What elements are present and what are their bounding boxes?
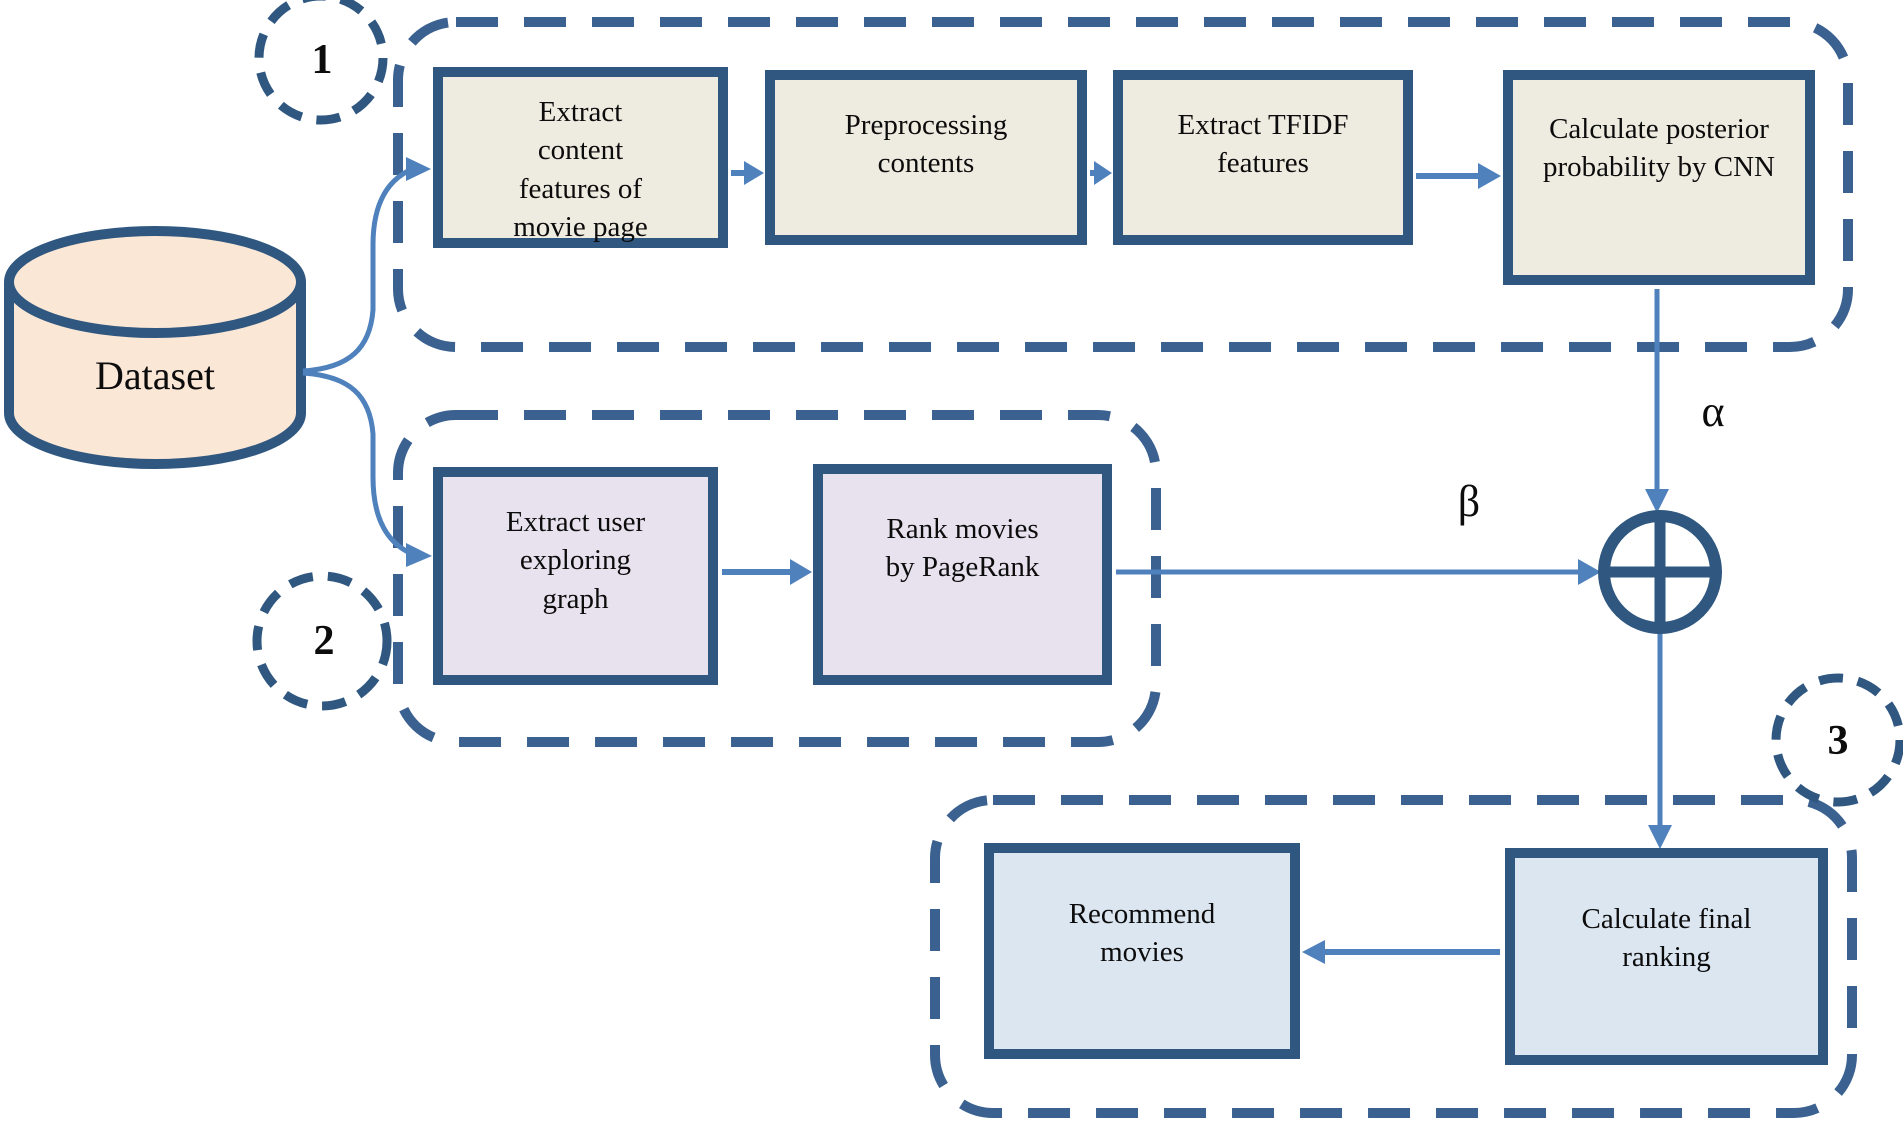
box-calculate-posterior-cnn: Calculate posterior probability by CNN xyxy=(1503,70,1815,285)
box-label: Extract content features of movie page xyxy=(513,96,648,243)
box-label: Recommend movies xyxy=(1068,898,1216,969)
arrow-tfidf-to-cnn xyxy=(1416,163,1501,189)
box-extract-user-graph: Extract user exploring graph xyxy=(433,467,718,685)
box-preprocessing-contents: Preprocessing contents xyxy=(765,70,1087,245)
arrow-dataset-to-content xyxy=(302,157,431,374)
arrow-cnn-to-combiner xyxy=(1645,289,1669,513)
box-label: Extract TFIDF features xyxy=(1177,109,1349,180)
step-3-circle xyxy=(1771,673,1903,807)
arrow-preprocessing-to-tfidf xyxy=(1090,161,1112,185)
step-1-circle xyxy=(254,0,388,125)
arrow-graph-to-pagerank xyxy=(722,559,812,585)
box-label: Rank movies by PageRank xyxy=(885,513,1040,584)
stage-3-boundary xyxy=(930,795,1857,1118)
step-2-circle xyxy=(252,571,392,711)
arrow-pagerank-to-combiner xyxy=(1116,559,1601,585)
alpha-weight-label: α xyxy=(1701,387,1725,436)
arrow-final-ranking-to-recommend xyxy=(1302,940,1500,964)
step-number-3: 3 xyxy=(1827,718,1849,764)
arrow-content-to-preprocessing xyxy=(731,161,764,185)
box-label: Preprocessing contents xyxy=(844,109,1008,180)
box-rank-movies-pagerank: Rank movies by PageRank xyxy=(813,464,1112,685)
box-calculate-final-ranking: Calculate final ranking xyxy=(1505,848,1828,1065)
beta-weight-label: β xyxy=(1457,477,1481,526)
arrow-dataset-to-graph xyxy=(302,370,432,567)
arrow-combiner-to-final-ranking xyxy=(1648,631,1672,849)
box-extract-content-features: Extract content features of movie page xyxy=(433,67,728,248)
stage-1-boundary xyxy=(393,17,1853,352)
step-number-2: 2 xyxy=(313,618,335,664)
box-extract-tfidf-features: Extract TFIDF features xyxy=(1113,70,1413,245)
step-number-1: 1 xyxy=(311,37,333,83)
box-label: Calculate final ranking xyxy=(1581,903,1752,974)
box-label: Calculate posterior probability by CNN xyxy=(1543,113,1775,184)
box-label: Extract user exploring graph xyxy=(505,506,646,615)
dataset-label: Dataset xyxy=(95,353,215,398)
stage-2-boundary xyxy=(393,410,1161,747)
combiner-xor-icon xyxy=(1598,510,1722,634)
database-cylinder-icon xyxy=(4,226,306,469)
box-recommend-movies: Recommend movies xyxy=(984,843,1300,1059)
